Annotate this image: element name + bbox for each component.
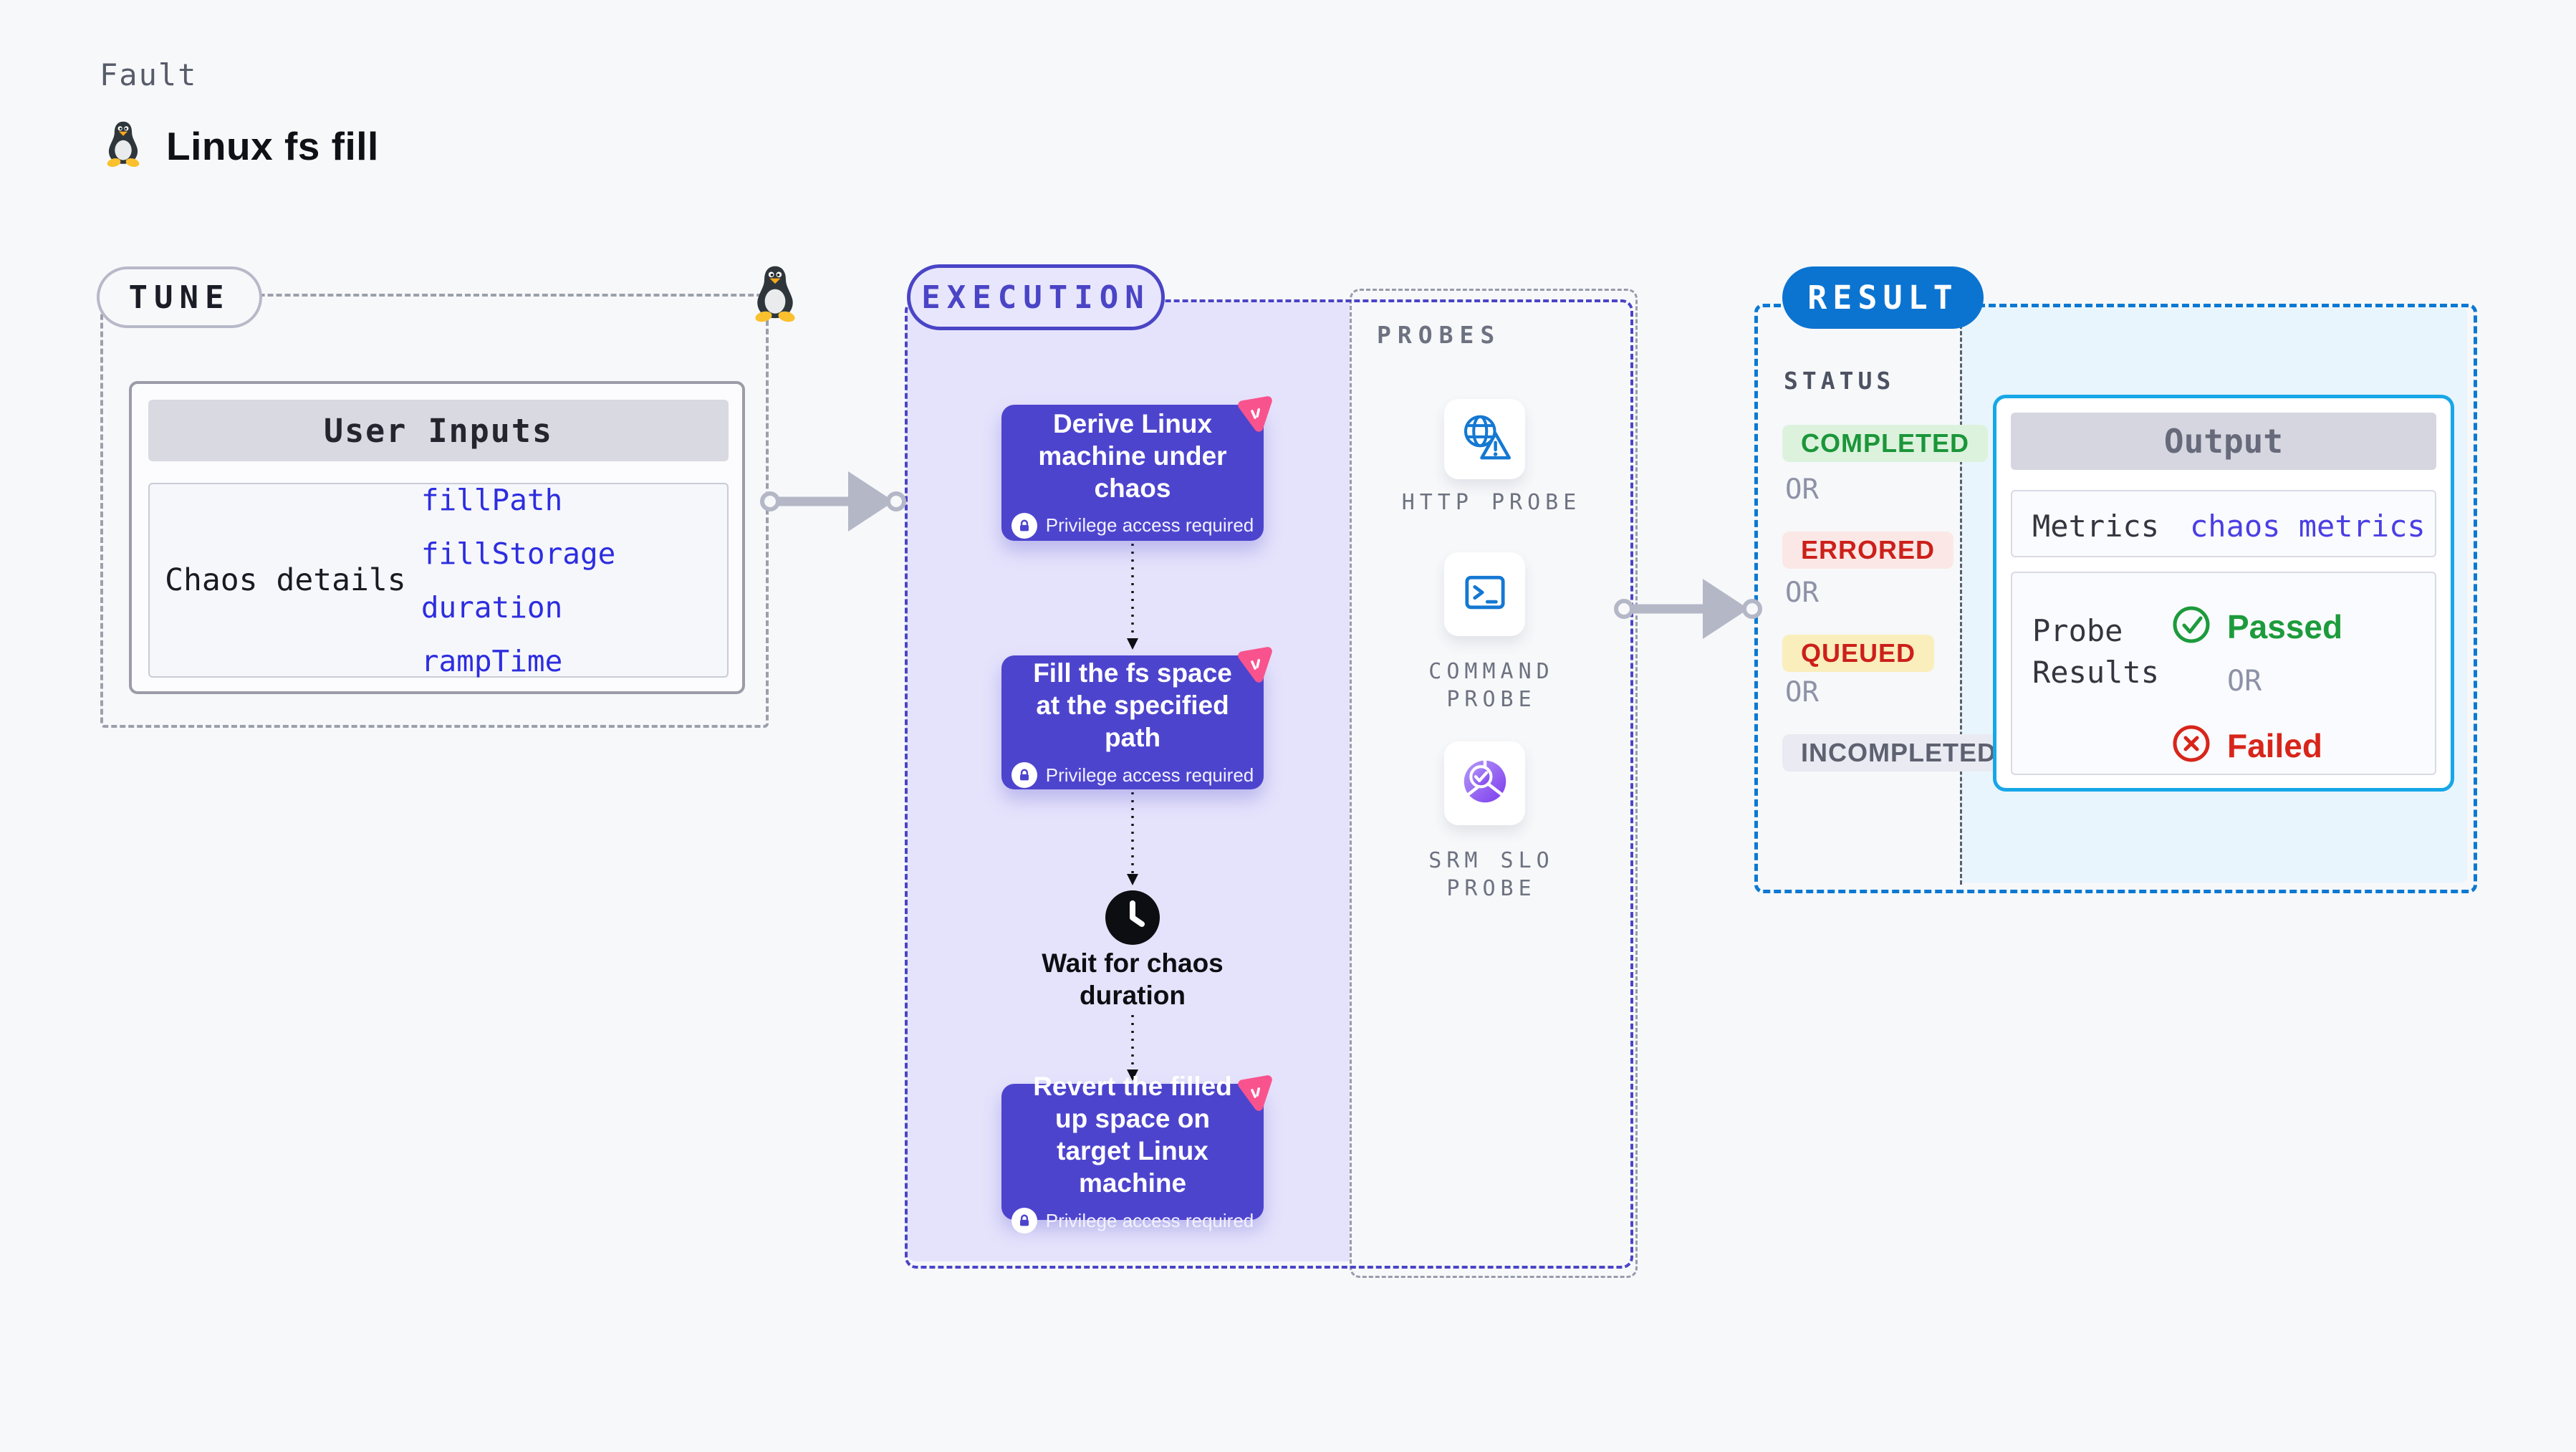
- probes-label: PROBES: [1377, 321, 1501, 349]
- step-fill-fs: Fill the fs space at the specified path …: [1001, 647, 1272, 789]
- flow-arrow-2: [1127, 792, 1138, 885]
- user-inputs-header: User Inputs: [148, 400, 729, 461]
- step-derive-machine: Derive Linux machine under chaos Privile…: [1001, 396, 1272, 541]
- srm-slo-probe-label: SRM SLO PROBE: [1428, 848, 1554, 901]
- lock-icon: [1011, 762, 1037, 788]
- x-circle-icon: [2171, 723, 2211, 767]
- chaos-experiment-icon: [1232, 1072, 1277, 1117]
- privilege-note: Privilege access required: [1045, 514, 1254, 536]
- flow-arrow-3: [1127, 1015, 1138, 1081]
- user-inputs-card: User Inputs Chaos details fillPath fillS…: [129, 381, 745, 694]
- command-probe-card: [1444, 552, 1525, 636]
- output-header: Output: [2011, 413, 2436, 470]
- privilege-row: Privilege access required: [1011, 512, 1254, 539]
- chaos-details-row: Chaos details fillPath fillStorage durat…: [148, 483, 729, 678]
- failed-result: Failed: [2171, 723, 2322, 767]
- metrics-row: Metrics chaos metrics: [2011, 490, 2436, 557]
- flow-arrow-1: [1127, 544, 1138, 650]
- privilege-note: Privilege access required: [1045, 764, 1254, 786]
- chaos-experiment-icon: [1232, 393, 1277, 438]
- privilege-row: Privilege access required: [1011, 1208, 1254, 1234]
- http-probe-label: HTTP PROBE: [1401, 490, 1582, 515]
- status-badge-completed: COMPLETED: [1782, 425, 1989, 462]
- lock-icon: [1011, 512, 1037, 539]
- fault-kicker: Fault: [100, 57, 198, 92]
- title-row: Linux fs fill: [105, 120, 379, 171]
- chaos-details-label: Chaos details: [165, 562, 406, 598]
- or-separator: OR: [1785, 577, 1819, 609]
- status-badge-incompleted: INCOMPLETED: [1782, 734, 2016, 771]
- or-separator: OR: [1785, 676, 1819, 708]
- http-probe-card: [1444, 399, 1525, 479]
- or-separator: OR: [1785, 473, 1819, 506]
- http-probe-icon: [1459, 412, 1511, 467]
- lock-icon: [1011, 1208, 1037, 1234]
- tune-section-pill: TUNE: [97, 266, 262, 328]
- probe-results-label: Probe Results: [2032, 613, 2160, 690]
- status-label: STATUS: [1784, 367, 1895, 395]
- param-ramptime: rampTime: [420, 643, 563, 678]
- execution-to-result-arrow: [1614, 579, 1762, 639]
- status-badge-errored: ERRORED: [1782, 532, 1954, 569]
- status-output-divider: [1960, 305, 1962, 885]
- srm-slo-probe-icon: [1459, 756, 1511, 811]
- privilege-note: Privilege access required: [1045, 1209, 1254, 1231]
- execution-section-pill: EXECUTION: [907, 264, 1165, 330]
- param-fillpath: fillPath: [420, 482, 563, 517]
- failed-label: Failed: [2227, 726, 2322, 764]
- passed-label: Passed: [2227, 607, 2343, 645]
- tux-penguin-icon-small: [752, 264, 798, 324]
- step-revert-space: Revert the filled up space on target Lin…: [1001, 1072, 1272, 1234]
- probes-region-box: [1350, 289, 1638, 1278]
- step-title: Fill the fs space at the specified path: [1033, 658, 1232, 752]
- page-title: Linux fs fill: [166, 123, 379, 168]
- param-fillstorage: fillStorage: [420, 536, 616, 571]
- passed-result: Passed: [2171, 605, 2342, 648]
- result-section-pill: RESULT: [1782, 266, 1984, 329]
- command-probe-icon: [1460, 567, 1510, 621]
- chaos-experiment-icon: [1232, 644, 1277, 688]
- result-region-box: [1754, 304, 2477, 893]
- srm-slo-probe-card: [1444, 741, 1525, 825]
- metrics-value-link: chaos metrics: [2190, 509, 2426, 544]
- output-card: Output Metrics chaos metrics Probe Resul…: [1993, 395, 2454, 792]
- metrics-label: Metrics: [2032, 509, 2160, 544]
- tux-penguin-icon: [105, 120, 142, 171]
- wait-step-label: Wait for chaos duration: [1042, 948, 1224, 1010]
- clock-icon: [1102, 888, 1163, 948]
- check-circle-icon: [2171, 605, 2211, 648]
- command-probe-label: COMMAND PROBE: [1428, 659, 1554, 712]
- status-badge-queued: QUEUED: [1782, 635, 1935, 672]
- step-title: Revert the filled up space on target Lin…: [1033, 1072, 1232, 1198]
- param-list: fillPath fillStorage duration rampTime: [420, 482, 616, 678]
- probe-results-row: Probe Results Passed OR: [2011, 572, 2436, 775]
- param-duration: duration: [420, 590, 563, 625]
- privilege-row: Privilege access required: [1011, 762, 1254, 788]
- tune-to-execution-arrow: [760, 471, 906, 532]
- or-separator: OR: [2227, 665, 2262, 698]
- step-title: Derive Linux machine under chaos: [1038, 408, 1227, 503]
